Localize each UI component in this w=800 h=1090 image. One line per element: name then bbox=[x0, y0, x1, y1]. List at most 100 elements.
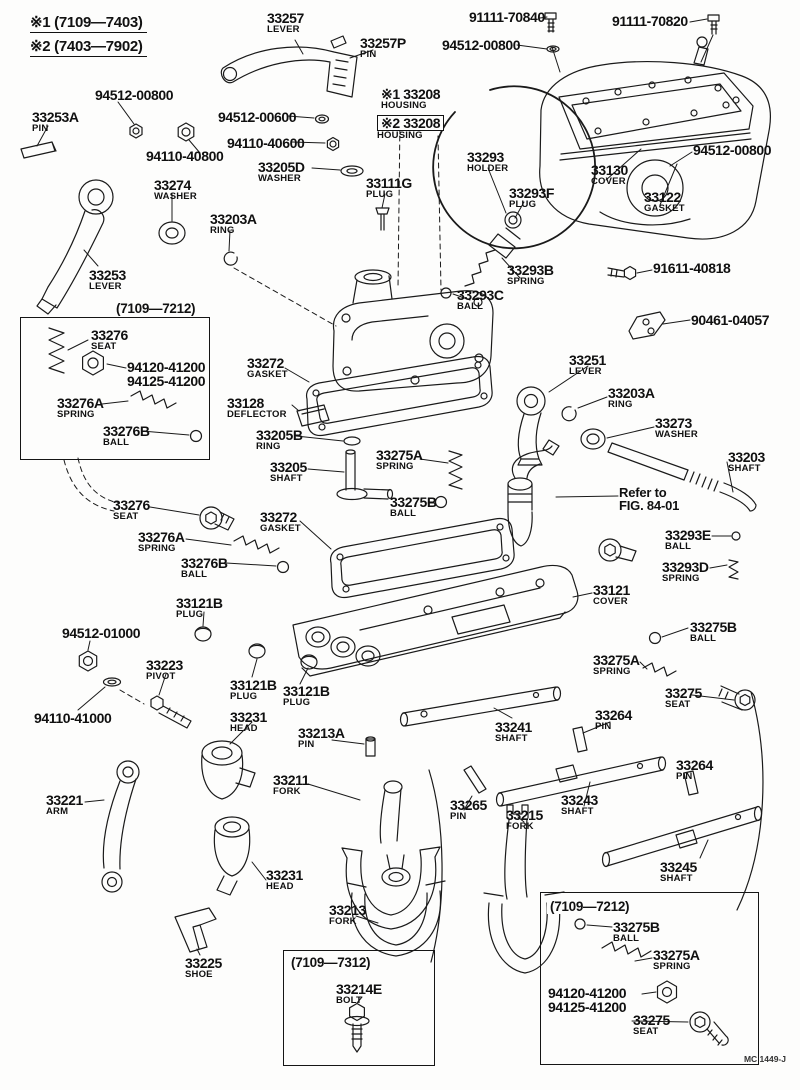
lever-33257-drawing bbox=[220, 46, 358, 98]
shoe-33225-drawing bbox=[174, 907, 217, 953]
part-label-94512-00800: 94512-00800 bbox=[693, 142, 772, 158]
washer-33205d-drawing bbox=[340, 165, 364, 177]
plugs-33121b-drawing bbox=[194, 626, 318, 670]
washer-33273-drawing bbox=[580, 428, 606, 450]
washer-94110-41000-drawing bbox=[102, 677, 122, 687]
nut-94110-40600-drawing bbox=[326, 136, 340, 152]
spring-33275a-1-drawing bbox=[448, 450, 463, 490]
shaft-33243-drawing bbox=[495, 756, 667, 807]
head-33231-1-drawing bbox=[201, 740, 256, 800]
pivot-33223-drawing bbox=[150, 695, 192, 729]
gasket-33272-1-drawing bbox=[305, 355, 493, 437]
cover-33121-drawing bbox=[292, 564, 579, 677]
period-box-3: (7109—7312) bbox=[283, 950, 435, 1066]
housing-33208-drawing bbox=[332, 269, 494, 392]
washer-33274-drawing bbox=[158, 221, 186, 245]
head-33231-2-drawing bbox=[213, 816, 251, 896]
part-label-91111-70840: 91111-70840 bbox=[469, 9, 545, 25]
part-label-94125-41200: 94125-41200 bbox=[548, 999, 627, 1015]
notes-box: ※1 (7109—7403) ※2 (7403—7902) bbox=[30, 12, 147, 60]
leader-lines bbox=[36, 16, 735, 1023]
boxA-spring-seat-ball-drawing bbox=[48, 327, 203, 443]
ring-33203a-2-drawing bbox=[561, 406, 577, 422]
spring-33275a-2-drawing bbox=[642, 662, 677, 677]
holder-33293-drawing bbox=[440, 211, 522, 299]
period-box-title: (7109—7212) bbox=[113, 301, 199, 316]
shaft-33241-drawing bbox=[399, 686, 562, 727]
part-label-94512-00600: 94512-00600 bbox=[218, 109, 297, 125]
part-label-94512-00800: 94512-00800 bbox=[442, 37, 521, 53]
spring-33293d-drawing bbox=[728, 559, 739, 580]
rod-guide-drawing bbox=[428, 691, 764, 963]
part-label-94512-00800: 94512-00800 bbox=[95, 87, 174, 103]
part-label-91611-40818: 91611-40818 bbox=[653, 260, 731, 276]
fork-33215-drawing bbox=[483, 804, 565, 974]
period-box-1: (7109—7212) bbox=[20, 301, 210, 460]
shaft-33203-drawing bbox=[607, 442, 757, 512]
period-box-title: (7109—7312) bbox=[288, 955, 374, 970]
lever-33251-drawing bbox=[516, 386, 546, 466]
bolt-33214e-drawing bbox=[344, 1002, 370, 1053]
nut-94512-00800-left-drawing bbox=[129, 123, 143, 139]
ball-33276b-2-drawing bbox=[276, 560, 290, 574]
pin-33264-1-drawing bbox=[572, 726, 588, 753]
plug-33111g-drawing bbox=[375, 207, 390, 231]
case-cover-33130-drawing bbox=[539, 36, 771, 240]
ball-33293e-drawing bbox=[731, 531, 741, 541]
part-label-94110-41000: 94110-41000 bbox=[34, 710, 112, 726]
seat-33275-1-drawing bbox=[718, 685, 756, 711]
shaft-33205-drawing bbox=[336, 449, 394, 501]
bolt-91611-40818-drawing bbox=[607, 265, 637, 281]
part-label-91111-70820: 91111-70820 bbox=[612, 13, 688, 29]
shaft-33245-drawing bbox=[601, 805, 763, 868]
part-label-94512-01000: 94512-01000 bbox=[62, 625, 141, 641]
period-box-title: (7109—7212) bbox=[547, 899, 633, 914]
ball-33275b-1-drawing bbox=[434, 495, 448, 509]
nut-94512-01000-drawing bbox=[78, 650, 98, 672]
